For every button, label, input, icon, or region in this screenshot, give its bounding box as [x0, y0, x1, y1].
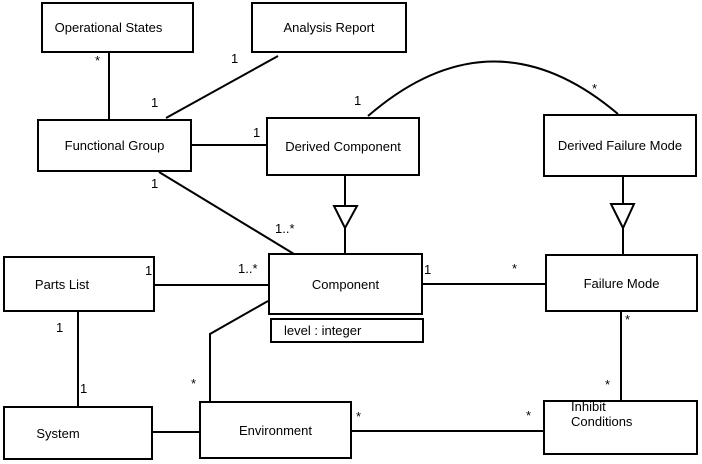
class-name: Component	[311, 276, 380, 292]
multiplicity-parts-list-end-component: 1	[145, 263, 153, 278]
generalization-triangle-icon	[609, 203, 636, 231]
multiplicity-inhibit-end-environment: *	[526, 408, 532, 423]
class-name: Operational States	[54, 20, 163, 35]
class-name: Inhibit Conditions	[571, 399, 632, 429]
class-name: Parts List	[34, 276, 90, 292]
class-analysis-report[interactable]: Analysis Report	[251, 2, 407, 53]
edge-functional-group-component[interactable]	[158, 171, 295, 255]
attribute-text: level : integer	[284, 323, 362, 338]
multiplicity-derived-component-end-fg: 1	[253, 125, 261, 140]
class-name-line2: Conditions	[571, 414, 633, 429]
multiplicity-failure-mode-end-inhibit: *	[625, 312, 631, 327]
generalization-derived-component-component[interactable]	[332, 176, 359, 253]
class-component[interactable]: Component	[268, 253, 423, 315]
multiplicity-functional-group-end-os: 1	[151, 95, 159, 110]
generalization-derived-failure-mode-failure-mode[interactable]	[609, 177, 636, 254]
edge-analysis-report-functional-group[interactable]	[165, 55, 279, 119]
class-name: Analysis Report	[283, 20, 375, 35]
multiplicity-environment-end-component: *	[191, 376, 197, 391]
edge-component-environment[interactable]	[209, 300, 269, 401]
class-name: Failure Mode	[583, 275, 660, 291]
multiplicity-failure-mode-end-component: *	[512, 261, 518, 276]
multiplicity-component-end-fg: 1..*	[275, 221, 295, 236]
multiplicity-component-end-failure-mode: 1	[424, 262, 432, 277]
multiplicity-system-end-parts-list: 1	[80, 381, 88, 396]
class-component-attributes[interactable]: level : integer	[270, 318, 424, 343]
multiplicity-operational-states-end: *	[95, 53, 101, 68]
edge-derived-component-derived-failure-mode[interactable]	[367, 60, 619, 117]
class-derived-failure-mode[interactable]: Derived Failure Mode	[543, 114, 697, 177]
class-derived-component[interactable]: Derived Component	[266, 117, 420, 176]
class-name: System	[36, 425, 80, 441]
class-environment[interactable]: Environment	[199, 401, 352, 459]
class-operational-states[interactable]: Operational States	[41, 2, 194, 53]
class-failure-mode[interactable]: Failure Mode	[545, 254, 698, 312]
class-functional-group[interactable]: Functional Group	[37, 119, 192, 172]
class-name: Functional Group	[64, 138, 165, 153]
class-name: Environment	[239, 422, 312, 438]
multiplicity-environment-end-inhibit: *	[356, 409, 362, 424]
class-name: Derived Failure Mode	[557, 138, 683, 153]
class-inhibit-conditions[interactable]: Inhibit Conditions	[543, 399, 698, 455]
class-name-line1: Inhibit	[571, 399, 606, 414]
multiplicity-inhibit-end-failure-mode: *	[605, 377, 611, 392]
multiplicity-analysis-report-end: 1	[231, 51, 239, 66]
multiplicity-component-end-parts-list: 1..*	[238, 261, 258, 276]
multiplicity-derived-failure-mode-end-arc: *	[592, 81, 598, 96]
class-parts-list[interactable]: Parts List	[3, 256, 155, 312]
multiplicity-parts-list-end-system: 1	[56, 320, 64, 335]
multiplicity-derived-component-end-arc: 1	[354, 93, 362, 108]
class-name: Derived Component	[285, 139, 401, 154]
generalization-triangle-icon	[332, 205, 359, 231]
multiplicity-functional-group-end-component: 1	[151, 176, 159, 191]
class-system[interactable]: System	[3, 406, 153, 460]
